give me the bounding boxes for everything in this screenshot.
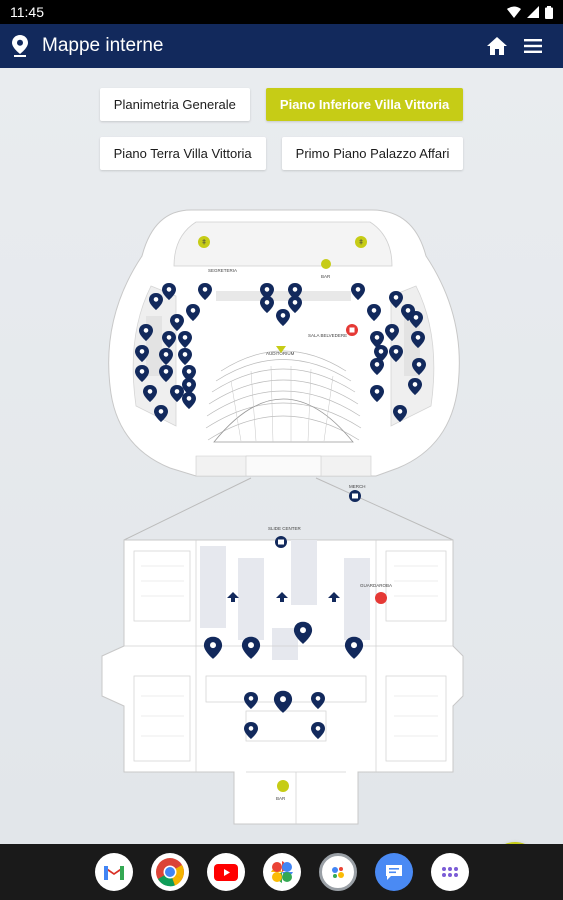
status-time: 11:45	[10, 4, 44, 20]
palazzo-outline	[101, 539, 464, 825]
connector-lines	[123, 477, 454, 541]
assistant-icon[interactable]	[318, 853, 357, 891]
label-segreteria: SEGRETERIA	[208, 268, 237, 273]
page-title: Mappe interne	[42, 35, 164, 56]
label-merch: MERCH	[349, 484, 366, 489]
messages-icon[interactable]	[374, 853, 413, 891]
svg-text:ǂ: ǂ	[202, 240, 206, 247]
youtube-icon[interactable]	[206, 853, 245, 891]
chrome-icon[interactable]	[150, 853, 189, 891]
status-bar: 11:45	[0, 0, 563, 24]
map-pin-icon	[12, 35, 28, 57]
label-auditorium: AUDITORIUM	[266, 351, 295, 356]
floor-tabs-row-1: Planimetria Generale Piano Inferiore Vil…	[0, 88, 563, 121]
entrance-arrows	[227, 592, 340, 602]
tab-primo-piano-palazzo-affari[interactable]: Primo Piano Palazzo Affari	[281, 137, 464, 170]
battery-icon	[545, 5, 553, 19]
apps-icon[interactable]	[430, 853, 469, 891]
search-fab[interactable]	[489, 842, 541, 844]
home-icon	[487, 37, 507, 55]
villa-outline	[108, 209, 460, 477]
status-icons	[507, 5, 553, 19]
wifi-icon	[507, 6, 521, 18]
hamburger-menu-icon	[524, 39, 542, 53]
label-guardaroba: GUARDAROBA	[360, 583, 392, 588]
gmail-icon[interactable]	[94, 853, 133, 891]
tab-piano-terra-villa-vittoria[interactable]: Piano Terra Villa Vittoria	[99, 137, 266, 170]
label-sala-belvedere: SALA BELVEDERE	[308, 333, 347, 338]
floor-plan-svg: SEGRETERIA BAR SALA BELVEDERE AUDITORIUM…	[101, 209, 464, 826]
guardaroba-badge[interactable]	[375, 592, 387, 604]
signal-icon	[527, 6, 539, 18]
poi-badges-lower[interactable]	[247, 780, 289, 826]
floor-plan-map[interactable]: SEGRETERIA BAR SALA BELVEDERE AUDITORIUM…	[96, 206, 471, 826]
label-slide-center: SLIDE CENTER	[268, 526, 302, 531]
poi-badges-upper[interactable]: ǂ ǂ	[198, 236, 367, 548]
tab-piano-inferiore-villa-vittoria[interactable]: Piano Inferiore Villa Vittoria	[265, 88, 464, 121]
label-bar-lower: BAR	[276, 796, 286, 801]
photos-icon[interactable]	[262, 853, 301, 891]
svg-text:ǂ: ǂ	[359, 240, 363, 247]
label-bar: BAR	[321, 274, 331, 279]
tab-planimetria-generale[interactable]: Planimetria Generale	[99, 88, 250, 121]
floor-tabs-row-2: Piano Terra Villa Vittoria Primo Piano P…	[0, 137, 563, 170]
home-button[interactable]	[479, 28, 515, 64]
app-dock	[0, 844, 563, 900]
app-bar: Mappe interne	[0, 24, 563, 68]
menu-button[interactable]	[515, 28, 551, 64]
content-area: Planimetria Generale Piano Inferiore Vil…	[0, 68, 563, 844]
